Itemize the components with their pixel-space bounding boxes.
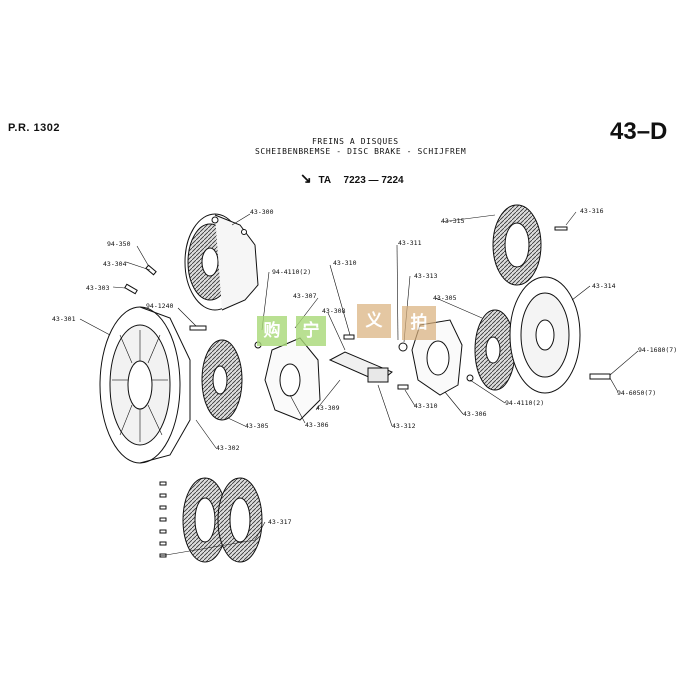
label-94-350: 94-350 [107,240,131,248]
label-43-307: 43-307 [293,292,317,300]
label-43-301: 43-301 [52,315,76,323]
label-94-4110-2-left: 94-4110(2) [272,268,311,276]
label-43-303: 43-303 [86,284,110,292]
caliper-assembly [184,213,259,311]
sheet-number: 43–D [610,118,668,145]
lining-rings-bottom [182,477,263,563]
label-43-304: 43-304 [103,260,127,268]
label-43-312: 43-312 [392,422,416,430]
label-43-310-bottom: 43-310 [414,402,438,410]
label-43-313: 43-313 [414,272,438,280]
watermark-tile-1: 购 [257,316,287,346]
label-94-6050-7: 94-6050(7) [617,389,656,397]
lining-ring-top [492,204,542,286]
lever-link [328,351,393,383]
fasteners [124,226,611,558]
title-line-1: FREINS A DISQUES [312,137,399,146]
label-43-302: 43-302 [216,444,240,452]
label-43-314: 43-314 [592,282,616,290]
label-43-300: 43-300 [250,208,274,216]
label-43-309: 43-309 [316,404,340,412]
label-43-305-left: 43-305 [245,422,269,430]
brake-disc-right [474,309,516,391]
label-43-311: 43-311 [398,239,422,247]
label-43-305-right: 43-305 [433,294,457,302]
reference-number: P.R. 1302 [8,122,61,134]
label-43-310-top: 43-310 [333,259,357,267]
label-94-1240: 94-1240 [146,302,173,310]
wheel-hub [99,306,191,464]
label-94-4110-2-right: 94-4110(2) [505,399,544,407]
label-43-308: 43-308 [322,307,346,315]
label-94-1680-7: 94-1680(7) [638,346,677,354]
part-labels: 43-300 94-350 43-304 43-303 94-4110(2) 9… [52,207,677,526]
label-43-306-left: 43-306 [305,421,329,429]
label-43-317: 43-317 [268,518,292,526]
watermark-tile-2: 宁 [296,316,326,346]
watermark-tile-4: 拍 [402,306,436,340]
label-43-316: 43-316 [580,207,604,215]
model-code: 7223 — 7224 [343,175,404,186]
watermark-tile-3: 义 [357,304,391,338]
brake-cover [509,276,581,394]
title-line-2: SCHEIBENBREMSE - DISC BRAKE - SCHIJFREM [255,147,467,156]
brake-disc-left [201,339,243,421]
backing-plate-left [264,337,321,421]
label-43-315: 43-315 [441,217,465,225]
arrow-icon: ↘ [300,170,312,186]
label-43-306-right: 43-306 [463,410,487,418]
model-line: ↘ TA 7223 — 7224 [300,170,404,187]
model-prefix: TA [318,175,331,186]
